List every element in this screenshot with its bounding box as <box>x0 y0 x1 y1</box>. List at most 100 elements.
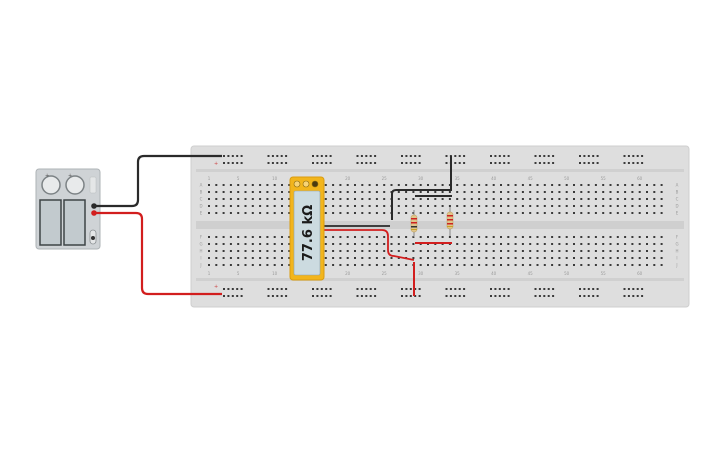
breadboard-hole[interactable] <box>339 198 342 200</box>
breadboard-hole[interactable] <box>624 212 627 214</box>
power-rail-hole[interactable] <box>490 162 492 164</box>
battery-pack[interactable]: + + <box>35 168 101 250</box>
breadboard-hole[interactable] <box>551 184 554 186</box>
breadboard-hole[interactable] <box>251 212 254 214</box>
breadboard-hole[interactable] <box>405 264 408 266</box>
breadboard-hole[interactable] <box>441 257 444 259</box>
breadboard-hole[interactable] <box>456 184 459 186</box>
breadboard-hole[interactable] <box>478 191 481 193</box>
breadboard-hole[interactable] <box>244 191 247 193</box>
breadboard-hole[interactable] <box>346 198 349 200</box>
breadboard-hole[interactable] <box>565 212 568 214</box>
breadboard-hole[interactable] <box>405 236 408 238</box>
power-rail-hole[interactable] <box>592 288 595 290</box>
breadboard-hole[interactable] <box>485 257 488 259</box>
breadboard-hole[interactable] <box>222 191 225 193</box>
breadboard-hole[interactable] <box>609 184 612 186</box>
breadboard-hole[interactable] <box>346 212 349 214</box>
breadboard-hole[interactable] <box>259 243 262 245</box>
power-rail-hole[interactable] <box>552 295 555 297</box>
breadboard-hole[interactable] <box>536 212 539 214</box>
breadboard-hole[interactable] <box>485 212 488 214</box>
power-rail-hole[interactable] <box>592 155 595 157</box>
breadboard-hole[interactable] <box>222 250 225 252</box>
breadboard-hole[interactable] <box>565 205 568 207</box>
breadboard-hole[interactable] <box>405 184 408 186</box>
breadboard-hole[interactable] <box>251 250 254 252</box>
power-rail-hole[interactable] <box>369 295 372 297</box>
breadboard-hole[interactable] <box>251 243 254 245</box>
breadboard-hole[interactable] <box>208 250 210 252</box>
breadboard-hole[interactable] <box>273 236 276 238</box>
power-rail-hole[interactable] <box>632 295 635 297</box>
power-rail-hole[interactable] <box>503 288 506 290</box>
breadboard-hole[interactable] <box>514 205 517 207</box>
power-rail-hole[interactable] <box>409 162 412 164</box>
breadboard-hole[interactable] <box>646 184 648 186</box>
breadboard-hole[interactable] <box>492 257 495 259</box>
breadboard-hole[interactable] <box>624 198 627 200</box>
breadboard-hole[interactable] <box>397 264 400 266</box>
breadboard-hole[interactable] <box>434 205 437 207</box>
breadboard-hole[interactable] <box>543 205 546 207</box>
breadboard-hole[interactable] <box>237 264 240 266</box>
breadboard-hole[interactable] <box>215 236 218 238</box>
breadboard-hole[interactable] <box>646 236 648 238</box>
power-rail-hole[interactable] <box>316 295 319 297</box>
breadboard-hole[interactable] <box>237 205 240 207</box>
power-rail-hole[interactable] <box>547 288 550 290</box>
breadboard-hole[interactable] <box>521 205 524 207</box>
breadboard-hole[interactable] <box>573 257 575 259</box>
breadboard-hole[interactable] <box>529 212 532 214</box>
breadboard-hole[interactable] <box>478 236 481 238</box>
breadboard-hole[interactable] <box>478 264 481 266</box>
breadboard-hole[interactable] <box>573 191 575 193</box>
power-rail-hole[interactable] <box>507 162 510 164</box>
power-rail-hole[interactable] <box>276 155 279 157</box>
breadboard-hole[interactable] <box>434 191 437 193</box>
power-rail-hole[interactable] <box>632 162 635 164</box>
breadboard-hole[interactable] <box>507 191 510 193</box>
breadboard-hole[interactable] <box>500 257 502 259</box>
breadboard-hole[interactable] <box>215 184 218 186</box>
breadboard-hole[interactable] <box>215 205 218 207</box>
power-rail-hole[interactable] <box>579 162 581 164</box>
power-rail-hole[interactable] <box>320 288 323 290</box>
breadboard-hole[interactable] <box>507 236 510 238</box>
breadboard-hole[interactable] <box>638 198 641 200</box>
power-rail-hole[interactable] <box>534 295 537 297</box>
power-rail-hole[interactable] <box>445 295 448 297</box>
breadboard-hole[interactable] <box>332 236 335 238</box>
breadboard-hole[interactable] <box>529 243 532 245</box>
breadboard-hole[interactable] <box>646 205 648 207</box>
breadboard-hole[interactable] <box>397 198 400 200</box>
breadboard-hole[interactable] <box>266 198 269 200</box>
breadboard-hole[interactable] <box>324 205 327 207</box>
breadboard-hole[interactable] <box>602 250 605 252</box>
breadboard-hole[interactable] <box>346 236 349 238</box>
breadboard-hole[interactable] <box>237 257 240 259</box>
breadboard-hole[interactable] <box>536 184 539 186</box>
breadboard-hole[interactable] <box>288 243 291 245</box>
breadboard-hole[interactable] <box>324 264 327 266</box>
power-rail-hole[interactable] <box>636 155 639 157</box>
power-rail-hole[interactable] <box>414 155 417 157</box>
breadboard-hole[interactable] <box>529 250 532 252</box>
breadboard-hole[interactable] <box>594 212 597 214</box>
breadboard-hole[interactable] <box>580 184 583 186</box>
breadboard-hole[interactable] <box>616 250 619 252</box>
breadboard-hole[interactable] <box>653 212 656 214</box>
breadboard-hole[interactable] <box>660 212 663 214</box>
breadboard-hole[interactable] <box>492 236 495 238</box>
breadboard-hole[interactable] <box>375 198 378 200</box>
breadboard-hole[interactable] <box>383 264 386 266</box>
breadboard-hole[interactable] <box>237 212 240 214</box>
breadboard-hole[interactable] <box>653 264 656 266</box>
breadboard-hole[interactable] <box>288 236 291 238</box>
breadboard-hole[interactable] <box>412 205 415 207</box>
breadboard-hole[interactable] <box>660 184 663 186</box>
breadboard-hole[interactable] <box>405 205 408 207</box>
breadboard-hole[interactable] <box>346 264 349 266</box>
breadboard-hole[interactable] <box>485 205 488 207</box>
breadboard-hole[interactable] <box>390 257 393 259</box>
